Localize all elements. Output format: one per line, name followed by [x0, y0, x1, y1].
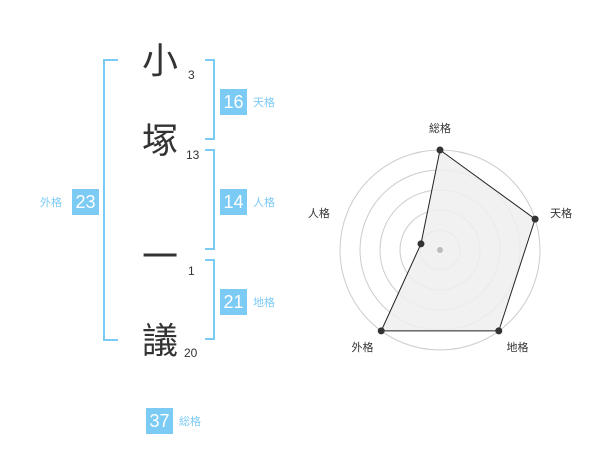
radar-axis-label: 天格	[550, 206, 572, 220]
radar-axis-label: 外格	[351, 340, 373, 354]
name-char-3: 一	[142, 237, 179, 278]
gaikaku-bracket	[103, 59, 118, 341]
chikaku-value: 21	[220, 289, 247, 315]
soukaku-label: 総格	[179, 415, 201, 428]
jinkaku-label: 人格	[253, 196, 275, 209]
name-char-4: 議	[142, 321, 179, 362]
jinkaku-bracket	[205, 149, 215, 250]
stroke-count-1: 3	[188, 68, 195, 82]
jinkaku-value: 14	[220, 189, 247, 215]
radar-point	[377, 327, 385, 335]
stroke-count-3: 1	[188, 264, 195, 278]
tenkaku-value: 16	[220, 89, 247, 115]
name-char-2: 塚	[142, 121, 179, 162]
gaikaku-label: 外格	[40, 196, 62, 209]
radar-point	[417, 240, 425, 248]
gaikaku-value: 23	[72, 189, 99, 215]
chikaku-label: 地格	[253, 296, 275, 309]
tenkaku-bracket	[205, 59, 215, 140]
name-char-1: 小	[142, 41, 179, 82]
stroke-count-4: 20	[184, 346, 198, 360]
chikaku-bracket	[205, 259, 215, 340]
radar-center-dot	[437, 247, 443, 253]
stroke-count-2: 13	[186, 148, 200, 162]
radar-point	[495, 327, 503, 335]
radar-point	[531, 215, 539, 223]
radar-series-area	[380, 149, 536, 332]
soukaku-value: 37	[146, 408, 173, 434]
radar-axis-label: 総格	[429, 121, 451, 135]
radar-axis-label: 人格	[308, 206, 330, 220]
tenkaku-label: 天格	[253, 96, 275, 109]
radar-point	[436, 146, 444, 154]
radar-axis-label: 地格	[507, 340, 529, 354]
